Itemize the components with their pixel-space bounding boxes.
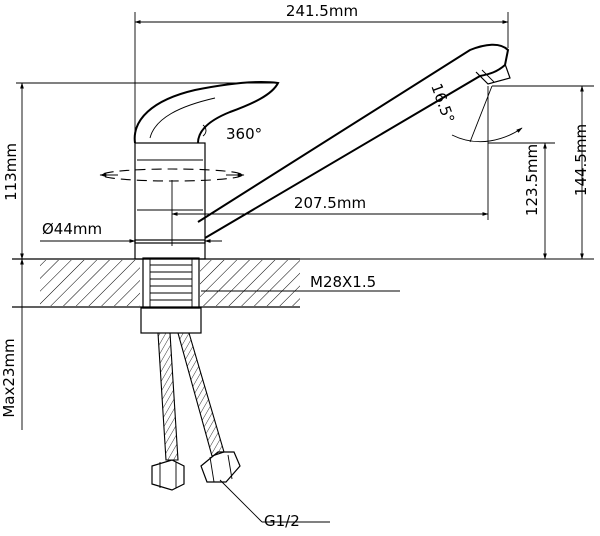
dim-body-height: 113mm [2,82,278,260]
dim-total-height: 144.5mm [300,85,594,260]
body-cylinder [134,142,206,244]
label-max-thickness: Max23mm [0,338,18,417]
hose-connection-callout: G1/2 [219,479,330,530]
base-flange [134,239,206,260]
thread-callout: M28X1.5 [201,273,400,292]
aerator [475,63,511,85]
label-rotation: 360° [226,125,262,143]
dim-spout-reach: 207.5mm [171,86,489,246]
dim-max-thickness: Max23mm [0,258,24,430]
countertop-hole [140,260,200,306]
dim-spout-height: 123.5mm [488,142,555,260]
hose-left [157,332,179,461]
dim-total-length: 241.5mm [134,2,509,140]
dim-spout-angle: 16.5° [427,81,523,143]
hose-right [177,332,225,457]
lever-handle [133,81,280,144]
rotation-indicator [101,168,243,182]
mounting-nut [140,307,202,334]
flex-hoses [151,332,241,491]
label-base-diameter: Ø44mm [42,220,102,238]
label-body-height: 113mm [2,143,20,201]
label-hose-connection: G1/2 [264,512,300,530]
label-thread: M28X1.5 [310,273,376,291]
fitting-right [200,451,241,483]
label-spout-reach: 207.5mm [294,194,366,212]
label-total-height: 144.5mm [572,124,590,196]
label-total-length: 241.5mm [286,2,358,20]
mounting-shank [140,257,202,334]
faucet-body [99,81,280,260]
spout [197,43,511,239]
dim-base-diameter: Ø44mm [40,220,222,243]
fitting-left [151,459,185,491]
label-spout-height: 123.5mm [523,144,541,216]
